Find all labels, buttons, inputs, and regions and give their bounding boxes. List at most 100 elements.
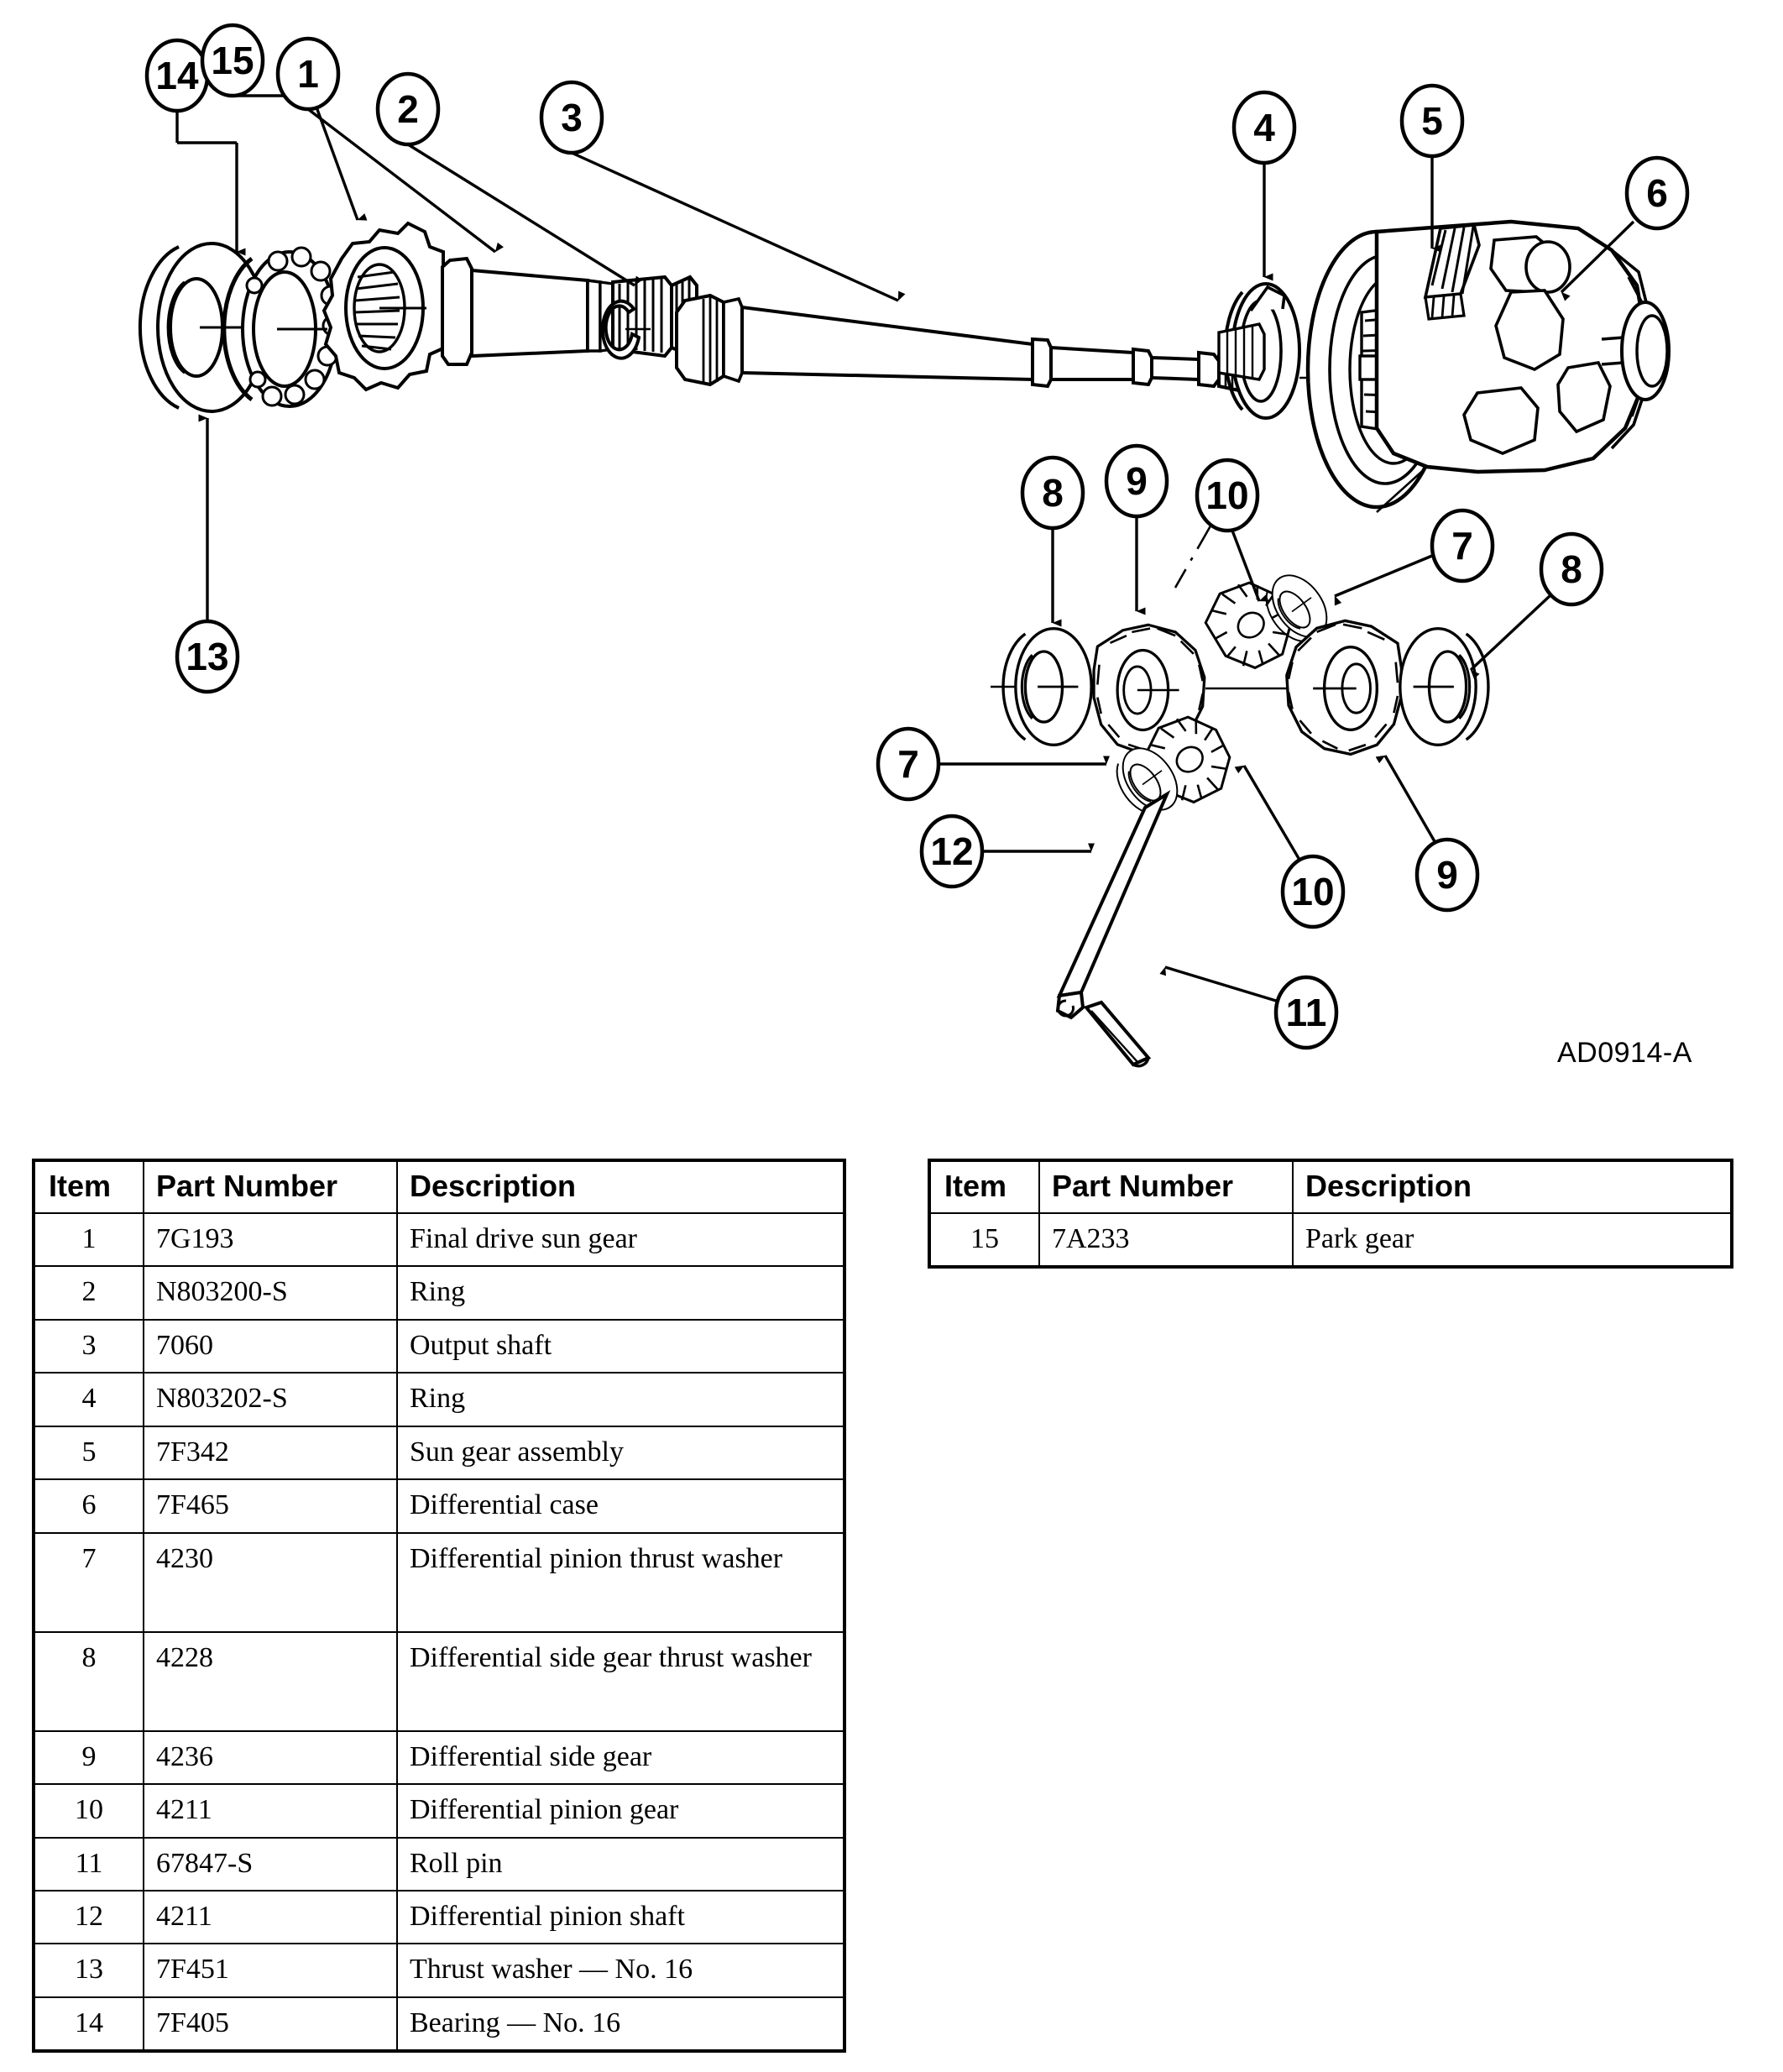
- left-assembly-group: [138, 221, 698, 413]
- callout-8-upper[interactable]: 8: [1020, 455, 1085, 627]
- callout-11[interactable]: 11: [1159, 965, 1339, 1050]
- column-header-description: Description: [1292, 1159, 1733, 1214]
- cell-item: 6: [33, 1478, 144, 1534]
- differential-internals-group: [991, 469, 1490, 1068]
- column-header-item: Item: [33, 1159, 144, 1214]
- part-ring-2: [600, 299, 651, 360]
- cell-part-number: 7F465: [143, 1478, 398, 1534]
- callout-8-upper-label: 8: [1042, 471, 1064, 515]
- part-output-shaft-3: [675, 293, 1259, 395]
- drawing-reference-code: AD0914-A: [1557, 1037, 1692, 1069]
- callout-6-label: 6: [1646, 171, 1668, 215]
- cell-part-number: 4211: [143, 1783, 398, 1839]
- cell-part-number: 7F342: [143, 1425, 398, 1481]
- callout-5[interactable]: 5: [1399, 83, 1465, 253]
- cell-description: Sun gear assembly: [396, 1425, 845, 1481]
- callout-13[interactable]: 13: [175, 414, 240, 694]
- table-header-row: Item Part Number Description: [928, 1159, 1733, 1214]
- cell-description: Differential side gear thrust washer: [396, 1630, 845, 1732]
- callout-14[interactable]: 14: [144, 38, 246, 256]
- callout-7-lower[interactable]: 7: [876, 726, 1110, 802]
- cell-description: Differential pinion gear: [396, 1783, 845, 1839]
- callout-5-label: 5: [1421, 99, 1443, 143]
- callout-13-label: 13: [186, 635, 228, 678]
- part-roll-pin-11: [1083, 1000, 1152, 1068]
- cell-item: 8: [33, 1630, 144, 1732]
- cell-description: Differential side gear: [396, 1729, 845, 1786]
- cell-part-number: 4230: [143, 1531, 398, 1633]
- column-header-part-number: Part Number: [1038, 1159, 1294, 1214]
- callout-9-upper[interactable]: 9: [1104, 443, 1169, 615]
- callout-15-label: 15: [211, 39, 254, 82]
- cell-part-number: N803200-S: [143, 1265, 398, 1321]
- column-header-part-number: Part Number: [143, 1159, 398, 1214]
- callout-4[interactable]: 4: [1231, 90, 1297, 281]
- callout-9-lower[interactable]: 9: [1375, 755, 1480, 913]
- callout-7-upper[interactable]: 7: [1334, 508, 1495, 606]
- callout-2-label: 2: [397, 87, 419, 131]
- cell-item: 12: [33, 1890, 144, 1945]
- cell-item: 9: [33, 1729, 144, 1786]
- cell-item: 15: [928, 1211, 1040, 1269]
- cell-item: 2: [33, 1265, 144, 1321]
- cell-description: Park gear: [1292, 1211, 1733, 1269]
- cell-description: Output shaft: [396, 1318, 845, 1374]
- callout-10-upper-label: 10: [1205, 474, 1248, 517]
- cell-description: Differential pinion thrust washer: [396, 1531, 845, 1633]
- callout-9-upper-label: 9: [1126, 459, 1148, 503]
- part-differential-case-6: [1374, 219, 1671, 513]
- cell-part-number: N803202-S: [143, 1372, 398, 1427]
- part-final-drive-sun-gear-1: [441, 256, 698, 366]
- cell-item: 3: [33, 1318, 144, 1374]
- cell-item: 14: [33, 1996, 144, 2053]
- callout-10-lower-label: 10: [1291, 870, 1334, 913]
- exploded-view-illustration: 14 15 1 2: [138, 23, 1690, 1068]
- column-header-description: Description: [396, 1159, 845, 1214]
- callouts-group: 14 15 1 2: [144, 23, 1690, 1050]
- cell-description: Ring: [396, 1372, 845, 1427]
- callout-11-label: 11: [1286, 991, 1327, 1034]
- cell-description: Differential pinion shaft: [396, 1890, 845, 1945]
- callout-8-right[interactable]: 8: [1469, 531, 1604, 679]
- cell-description: Final drive sun gear: [396, 1211, 845, 1268]
- callout-1-label: 1: [297, 52, 319, 96]
- callout-12-label: 12: [930, 829, 973, 873]
- callout-2[interactable]: 2: [375, 71, 643, 287]
- cell-part-number: 7A233: [1038, 1211, 1294, 1269]
- callout-8-right-label: 8: [1561, 547, 1582, 591]
- cell-part-number: 7F451: [143, 1943, 398, 1998]
- table-header-row: Item Part Number Description: [33, 1159, 845, 1214]
- part-park-gear-15: [322, 221, 456, 392]
- cell-item: 10: [33, 1783, 144, 1839]
- callout-3[interactable]: 3: [539, 80, 906, 302]
- cell-part-number: 67847-S: [143, 1836, 398, 1892]
- cell-part-number: 7F405: [143, 1996, 398, 2053]
- cell-item: 1: [33, 1211, 144, 1268]
- callout-15[interactable]: 15: [200, 23, 368, 221]
- callout-10-lower[interactable]: 10: [1234, 765, 1346, 929]
- cell-description: Roll pin: [396, 1836, 845, 1892]
- part-side-gear-thrust-washer-8-left: [1001, 627, 1093, 746]
- part-ring-4: [1217, 282, 1315, 420]
- callout-6[interactable]: 6: [1560, 155, 1690, 301]
- callout-1[interactable]: 1: [275, 36, 505, 254]
- callout-12[interactable]: 12: [919, 814, 1095, 889]
- callout-10-upper[interactable]: 10: [1195, 458, 1269, 602]
- callout-7-lower-label: 7: [897, 742, 919, 786]
- part-side-gear-thrust-washer-8-right: [1399, 627, 1490, 746]
